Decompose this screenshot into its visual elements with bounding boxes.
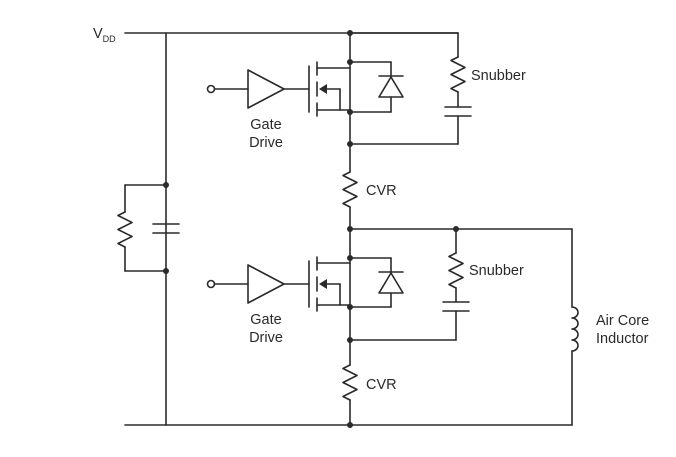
mosfet-bottom [308, 256, 351, 312]
snubber-resistor [448, 252, 464, 289]
cvr-resistor-top [342, 171, 358, 208]
gate-drive-bottom [206, 264, 310, 304]
gate-drive-label: Gate [250, 312, 281, 328]
gate-driver-buffer [247, 69, 285, 109]
gate-drive-top [206, 69, 310, 109]
snubber-bottom [349, 228, 573, 341]
inductor [571, 228, 579, 426]
gate-input-terminal [206, 84, 216, 94]
top-stage: Gate Drive [206, 30, 526, 230]
bulk-rc-network [117, 182, 180, 274]
diode-bottom [349, 257, 404, 308]
inductor-label: Inductor [596, 331, 649, 347]
gate-drive-label: Gate [250, 117, 281, 133]
bulk-resistor [117, 211, 133, 248]
vdd-label: VDD [93, 26, 116, 44]
snubber-resistor [450, 56, 466, 93]
cvr-label: CVR [366, 183, 397, 199]
gate-input-terminal [206, 279, 216, 289]
inductor-label: Air Core [596, 313, 649, 329]
snubber-top [349, 32, 472, 145]
bottom-stage: Gate Drive [206, 226, 573, 428]
snubber-label: Snubber [471, 68, 526, 84]
cvr-resistor-bottom [342, 364, 358, 401]
snubber-label: Snubber [469, 263, 524, 279]
gate-drive-label: Drive [249, 330, 283, 346]
diode-top [349, 61, 404, 113]
gate-driver-buffer [247, 264, 285, 304]
gate-drive-label: Drive [249, 135, 283, 151]
mosfet-top [308, 61, 351, 117]
cvr-label: CVR [366, 377, 397, 393]
